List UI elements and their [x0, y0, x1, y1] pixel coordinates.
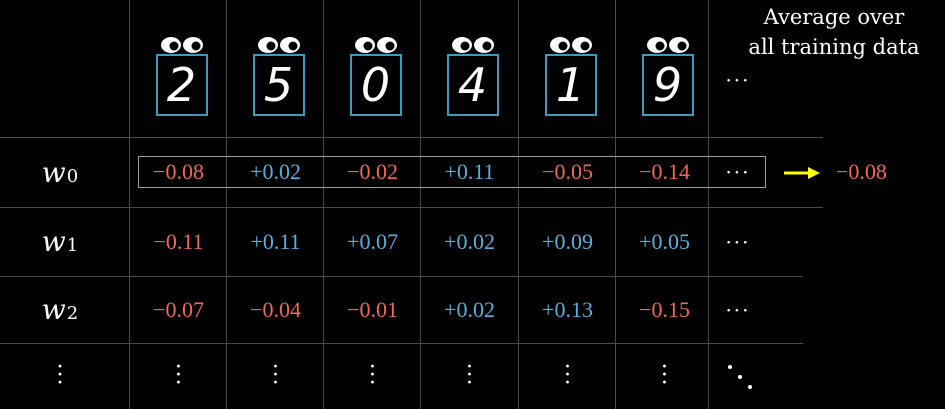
digit-image-0: 0 [349, 54, 402, 116]
gradient-value-cell: +0.13 [542, 296, 593, 322]
grid-vertical-line [323, 0, 324, 409]
average-result-value: −0.08 [836, 159, 887, 184]
vertical-more-dots: ··· [175, 355, 182, 396]
weight-symbol: w [41, 293, 66, 326]
eyes-icon [450, 36, 496, 58]
weight-subscript: 2 [66, 303, 79, 324]
digit-label: 1 [555, 58, 586, 112]
gradient-value-cell: +0.05 [639, 228, 690, 254]
gradient-value-cell: +0.02 [444, 296, 495, 322]
average-title-line2: all training data [748, 35, 920, 59]
arrow-right-icon [784, 167, 820, 179]
gradient-value-cell: −0.04 [250, 296, 301, 322]
digit-image-5: 5 [252, 54, 305, 116]
gradient-value-cell: +0.09 [542, 228, 593, 254]
gradient-value-cell: −0.01 [347, 296, 398, 322]
gradient-value-cell: −0.02 [347, 159, 398, 184]
gradient-value-cell: +0.02 [250, 159, 301, 184]
digit-image-9: 9 [641, 54, 694, 116]
gradient-value-cell: −0.05 [542, 159, 593, 184]
gradient-value-cell: +0.11 [250, 228, 301, 254]
vertical-more-dots: ··· [661, 355, 668, 396]
vertical-more-dots: ··· [564, 355, 571, 396]
weight-subscript: 0 [66, 165, 79, 187]
grid-horizontal-line [0, 343, 803, 344]
gradient-value-cell: +0.07 [347, 228, 398, 254]
grid-vertical-line [226, 0, 227, 409]
eyes-icon [548, 36, 594, 58]
eyes-icon [353, 36, 399, 58]
digit-label: 9 [652, 58, 683, 112]
digit-label: 5 [263, 58, 294, 112]
vertical-more-dots: ··· [369, 355, 376, 396]
gradient-value-cell: −0.15 [639, 296, 690, 322]
vertical-more-dots: ··· [56, 355, 64, 396]
digit-image-2: 2 [155, 54, 208, 116]
weight-subscript: 1 [66, 235, 79, 256]
digit-label: 2 [166, 58, 197, 112]
gradient-value-cell: −0.11 [153, 228, 204, 254]
row-more-dots: ··· [725, 229, 751, 254]
grid-vertical-line [518, 0, 519, 409]
weight-symbol: w [41, 155, 66, 189]
gradient-value-cell: −0.07 [153, 296, 204, 322]
digit-label: 0 [360, 58, 391, 112]
average-title-line1: Average over [763, 5, 905, 29]
grid-vertical-line [708, 0, 709, 409]
grid-horizontal-line [0, 276, 803, 277]
grid-vertical-line [615, 0, 616, 409]
row-more-dots: ··· [725, 160, 751, 184]
digit-image-1: 1 [544, 54, 597, 116]
grid-horizontal-line [0, 137, 823, 138]
vertical-more-dots: ··· [272, 355, 279, 396]
eyes-icon [256, 36, 302, 58]
eyes-icon [159, 36, 205, 58]
diagonal-more-dots [722, 357, 762, 397]
eyes-icon [645, 36, 691, 58]
digit-label: 4 [457, 58, 488, 112]
vertical-more-dots: ··· [466, 355, 473, 396]
grid-vertical-line [129, 0, 130, 409]
gradient-value-cell: +0.11 [444, 159, 495, 184]
grid-vertical-line [420, 0, 421, 409]
gradient-value-cell: −0.08 [153, 159, 204, 184]
gradient-value-cell: −0.14 [639, 159, 690, 184]
row-more-dots: ··· [725, 297, 751, 322]
weight-symbol: w [41, 225, 66, 258]
header-more-dots: ··· [725, 68, 751, 92]
w0-row-highlight [138, 156, 766, 188]
average-title: Average over all training data [729, 2, 939, 62]
gradient-value-cell: +0.02 [444, 228, 495, 254]
grid-horizontal-line [0, 207, 823, 208]
digit-image-4: 4 [446, 54, 499, 116]
